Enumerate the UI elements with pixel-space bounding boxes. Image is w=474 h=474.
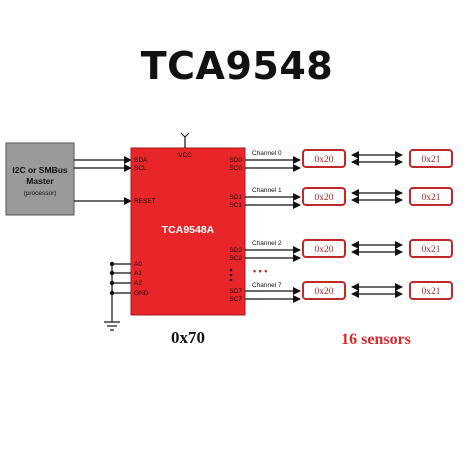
- pin-sd2-label: SD2: [229, 247, 242, 254]
- master-processor-box: I2C or SMBus Master (processor): [5, 142, 75, 216]
- junction-dots: [109, 261, 115, 296]
- master-label-line2: Master: [26, 176, 54, 186]
- channel-2-label: Channel 2: [252, 240, 282, 247]
- pin-sd1-label: SD1: [229, 194, 242, 201]
- pin-sc0-label: SC0: [229, 165, 242, 172]
- chip-vertical-dots: [229, 268, 233, 282]
- pin-reset-label: RESET: [134, 198, 156, 205]
- pin-sd0-label: SD0: [229, 157, 242, 164]
- sensor-0x21-label: 0x21: [422, 155, 441, 165]
- sensor-0x20-label: 0x20: [315, 193, 334, 203]
- pin-sc2-label: SC2: [229, 255, 242, 262]
- sensor-0x21-label: 0x21: [422, 245, 441, 255]
- channel-lines: [245, 156, 301, 303]
- address-pins-ground: [104, 263, 131, 331]
- sensor-0x21-label: 0x21: [422, 193, 441, 203]
- sensor-row-3: 0x20 0x21: [302, 281, 453, 300]
- pin-a1-label: A1: [134, 270, 142, 277]
- sensor-0x20-label: 0x20: [315, 245, 334, 255]
- ellipsis-indicator: • • •: [253, 266, 267, 276]
- tca9548a-chip: VCC TCA9548A SDA SCL RESET A0 A1 A2 GND …: [130, 132, 246, 316]
- pin-sda-label: SDA: [134, 157, 148, 164]
- chip-address-label: 0x70: [171, 328, 205, 347]
- pin-sc1-label: SC1: [229, 202, 242, 209]
- sensor-row-2: 0x20 0x21: [302, 239, 453, 258]
- pin-gnd-label: GND: [134, 290, 149, 297]
- sensor-0x20-label: 0x20: [315, 155, 334, 165]
- master-bus-lines: [74, 156, 132, 205]
- sensor-row-1: 0x20 0x21: [302, 187, 453, 206]
- sensor-0x20-label: 0x20: [315, 287, 334, 297]
- pin-scl-label: SCL: [134, 165, 147, 172]
- chip-name-label: TCA9548A: [162, 224, 215, 236]
- pin-a2-label: A2: [134, 280, 142, 287]
- master-label-line3: (processor): [24, 190, 57, 197]
- sensor-0x21-label: 0x21: [422, 287, 441, 297]
- pin-sd7-label: SD7: [229, 288, 242, 295]
- pin-a0-label: A0: [134, 261, 142, 268]
- sensor-row-0: 0x20 0x21: [302, 149, 453, 168]
- channel-7-label: Channel 7: [252, 282, 282, 289]
- page-title: TCA9548: [140, 44, 334, 88]
- channel-1-label: Channel 1: [252, 187, 282, 194]
- sensor-count-label: 16 sensors: [341, 331, 411, 348]
- channel-0-label: Channel 0: [252, 150, 282, 157]
- master-label-line1: I2C or SMBus: [12, 165, 68, 175]
- pin-sc7-label: SC7: [229, 296, 242, 303]
- vcc-label: VCC: [178, 152, 192, 159]
